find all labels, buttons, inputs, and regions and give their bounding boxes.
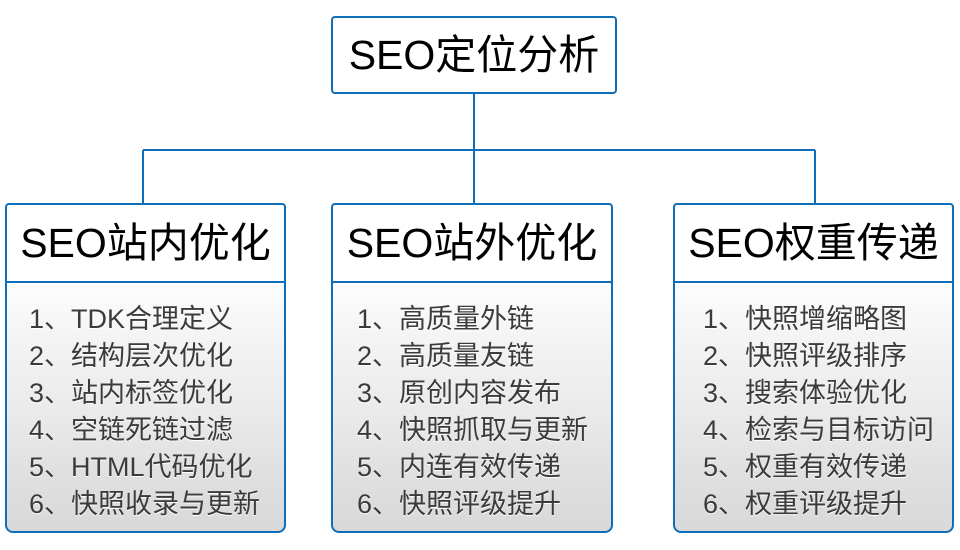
- branch-node-on-site[interactable]: SEO站内优化 1、TDK合理定义 2、结构层次优化 3、站内标签优化 4、空链…: [5, 203, 286, 533]
- list-item: 2、高质量友链: [357, 341, 535, 371]
- list-item: 6、快照评级提升: [357, 489, 562, 519]
- branch-header-weight-transfer: SEO权重传递: [673, 203, 954, 283]
- branch-body-on-site: 1、TDK合理定义 2、结构层次优化 3、站内标签优化 4、空链死链过滤 5、H…: [5, 283, 286, 533]
- branch-body-weight-transfer: 1、快照增缩略图 2、快照评级排序 3、搜索体验优化 4、检索与目标访问 5、权…: [673, 283, 954, 533]
- branch-list-off-site: 1、高质量外链 2、高质量友链 3、原创内容发布 4、快照抓取与更新 5、内连有…: [333, 301, 611, 523]
- branch-list-on-site: 1、TDK合理定义 2、结构层次优化 3、站内标签优化 4、空链死链过滤 5、H…: [7, 301, 284, 523]
- list-item: 4、快照抓取与更新: [357, 415, 589, 445]
- list-item: 1、快照增缩略图: [703, 304, 908, 334]
- branch-node-off-site[interactable]: SEO站外优化 1、高质量外链 2、高质量友链 3、原创内容发布 4、快照抓取与…: [331, 203, 613, 533]
- list-item: 3、站内标签优化: [29, 378, 234, 408]
- list-item: 6、快照收录与更新: [29, 489, 261, 519]
- list-item: 4、空链死链过滤: [29, 415, 234, 445]
- list-item: 5、HTML代码优化: [29, 452, 253, 482]
- list-item: 4、检索与目标访问: [703, 415, 935, 445]
- list-item: 3、搜索体验优化: [703, 378, 908, 408]
- root-node-title: SEO定位分析: [348, 31, 600, 78]
- branch-header-on-site: SEO站内优化: [5, 203, 286, 283]
- list-item: 1、TDK合理定义: [29, 304, 234, 334]
- list-item: 6、权重评级提升: [703, 489, 908, 519]
- branch-title-off-site: SEO站外优化: [346, 219, 598, 266]
- root-node[interactable]: SEO定位分析: [331, 16, 617, 94]
- list-item: 1、高质量外链: [357, 304, 535, 334]
- list-item: 5、内连有效传递: [357, 452, 562, 482]
- list-item: 2、结构层次优化: [29, 341, 234, 371]
- branch-title-weight-transfer: SEO权重传递: [688, 219, 939, 266]
- branch-body-off-site: 1、高质量外链 2、高质量友链 3、原创内容发布 4、快照抓取与更新 5、内连有…: [331, 283, 613, 533]
- branch-list-weight-transfer: 1、快照增缩略图 2、快照评级排序 3、搜索体验优化 4、检索与目标访问 5、权…: [675, 301, 952, 523]
- list-item: 5、权重有效传递: [703, 452, 908, 482]
- branch-title-on-site: SEO站内优化: [20, 219, 271, 266]
- list-item: 3、原创内容发布: [357, 378, 562, 408]
- branch-node-weight-transfer[interactable]: SEO权重传递 1、快照增缩略图 2、快照评级排序 3、搜索体验优化 4、检索与…: [673, 203, 954, 533]
- list-item: 2、快照评级排序: [703, 341, 908, 371]
- branch-header-off-site: SEO站外优化: [331, 203, 613, 283]
